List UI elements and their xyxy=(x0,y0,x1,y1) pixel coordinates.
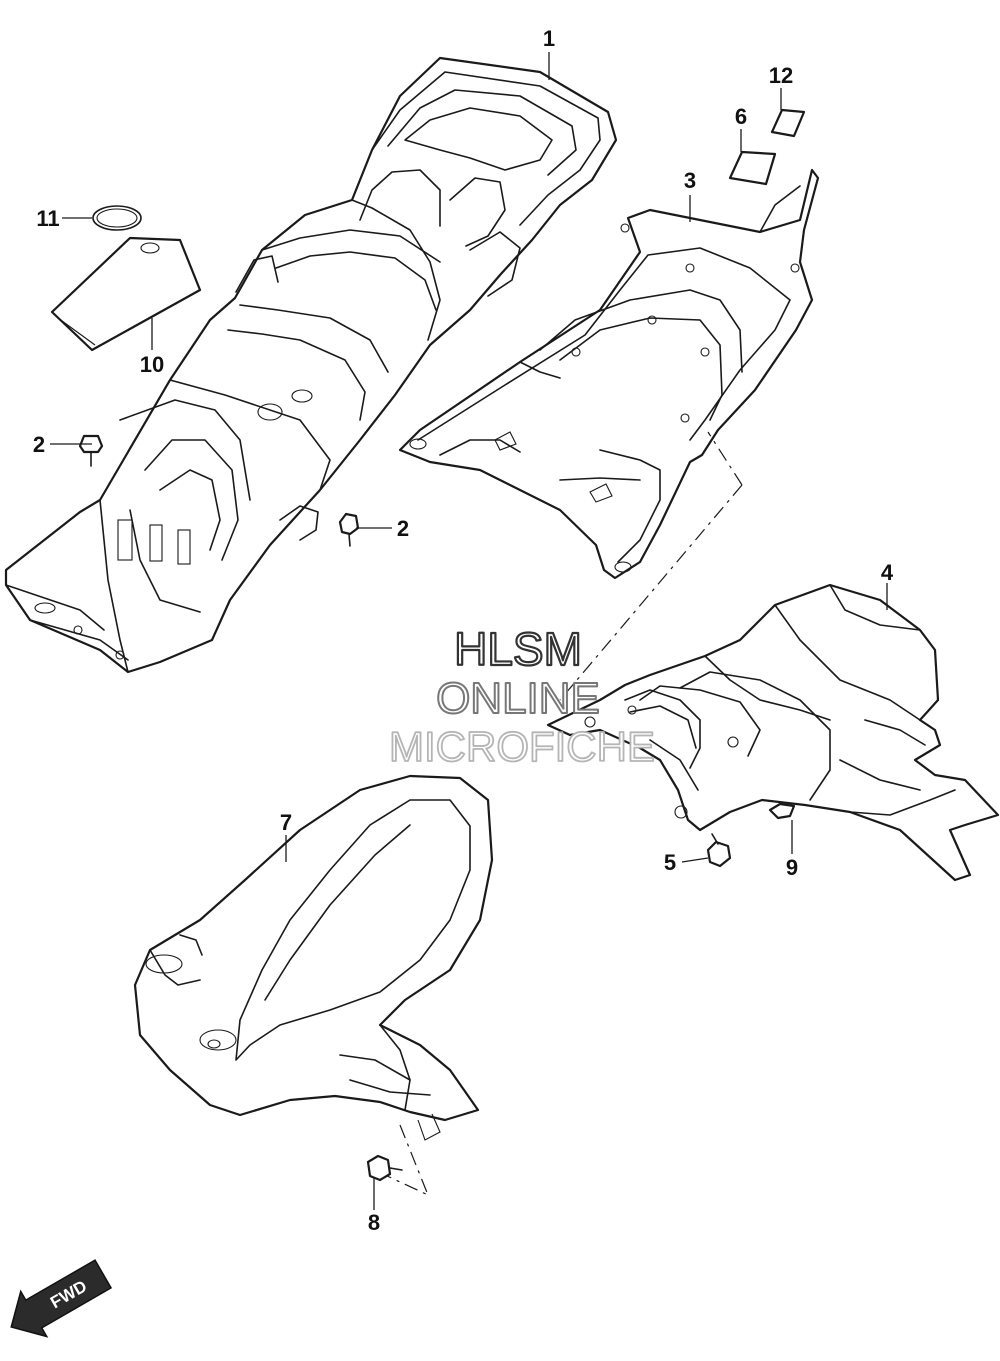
part-1-rear-fender xyxy=(4,56,618,674)
part-4-rear-hugger xyxy=(546,583,1000,882)
part-10-pad xyxy=(50,236,202,352)
callout-9: 9 xyxy=(786,855,798,880)
callout-7: 7 xyxy=(280,810,292,835)
watermark-line-3: MICROFICHE xyxy=(389,723,655,770)
callout-6: 6 xyxy=(735,104,747,129)
watermark: HLSM ONLINE MICROFICHE xyxy=(388,622,656,771)
part-2-bolt-lower xyxy=(338,512,360,547)
callout-12: 12 xyxy=(769,63,793,88)
callout-10: 10 xyxy=(140,352,164,377)
callout-11: 11 xyxy=(36,206,59,231)
watermark-line-1: HLSM xyxy=(454,623,582,675)
callout-2-upper: 2 xyxy=(33,432,45,457)
callout-8: 8 xyxy=(368,1210,380,1235)
part-12-cushion xyxy=(770,108,806,138)
part-6-cushion xyxy=(728,150,777,186)
connection-lines xyxy=(384,431,743,1197)
callout-5: 5 xyxy=(664,850,676,875)
part-5-bolt xyxy=(706,833,732,868)
part-2-bolt-upper xyxy=(78,434,104,467)
part-3-inner-panel xyxy=(398,168,820,580)
callout-1: 1 xyxy=(543,26,555,51)
fwd-arrow-icon xyxy=(10,1259,113,1338)
fwd-arrow-badge[interactable]: FWD xyxy=(0,1251,116,1349)
part-11-o-ring xyxy=(92,205,142,231)
leader-lines xyxy=(50,52,888,1210)
part-7-front-fender xyxy=(133,774,494,1141)
part-8-bolt xyxy=(366,1154,403,1182)
callouts: 1 2 2 3 4 5 6 7 8 9 10 11 12 xyxy=(33,26,894,1235)
part-9-washer xyxy=(768,802,796,820)
callout-2-lower: 2 xyxy=(397,516,409,541)
watermark-line-2: ONLINE xyxy=(436,674,600,723)
callout-3: 3 xyxy=(684,168,696,193)
callout-4: 4 xyxy=(881,560,894,585)
